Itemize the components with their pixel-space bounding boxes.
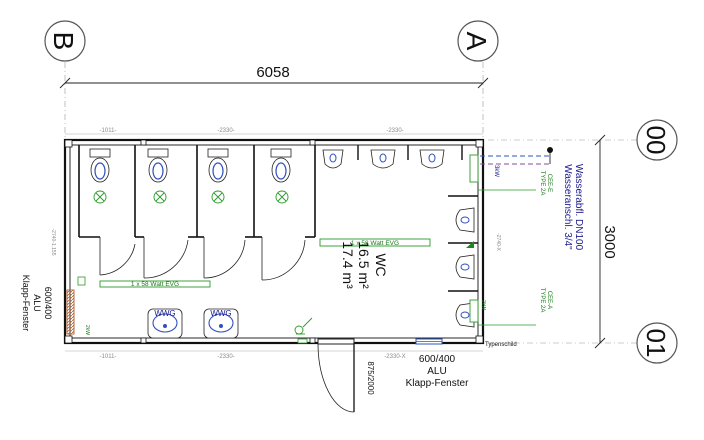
cubicle-doors	[99, 237, 306, 281]
axis-bubble-00: 00	[636, 119, 678, 161]
light-bar-1-label: 1 x 58 Watt EVG	[131, 281, 179, 288]
socket-marker	[466, 241, 474, 248]
cee-bottom-label-1: CEE-A	[546, 291, 552, 309]
window-left-size: 600/400	[43, 287, 53, 320]
washbasin-2-label: WWG	[210, 309, 231, 318]
heater	[469, 299, 479, 323]
hand-dryer	[294, 317, 313, 335]
axis-bubble-b: B	[44, 20, 86, 62]
door-size: 875/2000	[366, 361, 375, 395]
dim-top-2: -2330-	[217, 128, 234, 134]
window-bottom-type: Klapp-Fenster	[406, 378, 469, 389]
window-left-material: ALU	[32, 294, 42, 312]
svg-text:01: 01	[641, 329, 671, 358]
dim-top-1: -1011-	[100, 128, 117, 134]
dimension-depth	[594, 134, 606, 349]
corner-posts	[64, 139, 484, 344]
water-connection-point	[547, 147, 553, 153]
washbasin-1-label: WWG	[154, 309, 175, 318]
svg-text:16.5 m²: 16.5 m²	[356, 241, 372, 289]
washbasin-1	[147, 308, 183, 339]
axis-lines	[64, 62, 640, 344]
dim-top-3: -2330-	[386, 128, 403, 134]
dim-bot-3: -2330-X	[384, 354, 405, 360]
cee-socket-lines	[478, 189, 536, 326]
urinals-right	[455, 207, 475, 328]
light-bar-2-label: 1 x 58 Watt EVG	[351, 240, 399, 247]
dim-bot-1: -1011-	[100, 354, 117, 360]
cee-bottom-label-2: TYPE 2A	[539, 288, 545, 313]
dim-left-side: -2740-1.155	[50, 229, 56, 256]
dimension-width-label: 6058	[256, 64, 289, 81]
axis-bubble-a: A	[457, 20, 499, 62]
window-bottom	[415, 338, 443, 345]
boiler	[469, 154, 479, 183]
dim-bot-2: -2330-	[217, 354, 234, 360]
toilet-3	[207, 148, 229, 183]
toilet-4	[270, 148, 292, 183]
cubicle-partitions	[78, 145, 316, 238]
dimension-width	[59, 77, 489, 89]
toilet-2	[147, 148, 169, 183]
svg-text:00: 00	[641, 126, 671, 155]
typeplate-label: Typenschild	[485, 342, 517, 348]
floor-socket	[297, 338, 308, 344]
washbasin-2	[203, 308, 239, 339]
boiler-label: 3kW	[493, 165, 499, 177]
urinals-top	[322, 149, 445, 169]
window-left-type: Klapp-Fenster	[21, 275, 31, 332]
water-inlet-label: Wasseranschl. 3/4"	[562, 164, 573, 250]
dimension-depth-label: 3000	[601, 225, 618, 258]
toilet-1	[89, 148, 111, 183]
dim-right-side: -2740-X	[495, 233, 501, 251]
window-bottom-size: 600/400	[419, 354, 456, 365]
room-label: WC 16.5 m² 17.4 m³	[340, 241, 389, 289]
heater-label-left: 2kW	[84, 325, 90, 335]
switch-left	[77, 276, 86, 286]
light-bar-2	[319, 238, 431, 247]
entrance-door	[317, 338, 355, 413]
heater-label: 2kW	[480, 300, 486, 310]
svg-text:WC: WC	[373, 253, 389, 276]
svg-text:B: B	[48, 32, 79, 51]
outer-walls	[63, 138, 485, 345]
svg-text:A: A	[461, 32, 492, 51]
light-bar-1	[99, 280, 211, 288]
water-outlet-label: Wasserabfl. DN100	[573, 164, 584, 251]
window-bottom-material: ALU	[427, 366, 446, 377]
svg-text:17.4 m³: 17.4 m³	[340, 241, 356, 289]
ceiling-lights	[93, 190, 289, 204]
cee-top-label-2: TYPE 2A	[539, 171, 545, 196]
cee-top-label-1: CEE-E	[546, 174, 552, 192]
window-left	[66, 289, 75, 335]
axis-bubble-01: 01	[636, 322, 678, 364]
urinal-dividers-top	[357, 145, 463, 160]
water-pipe	[480, 147, 553, 165]
